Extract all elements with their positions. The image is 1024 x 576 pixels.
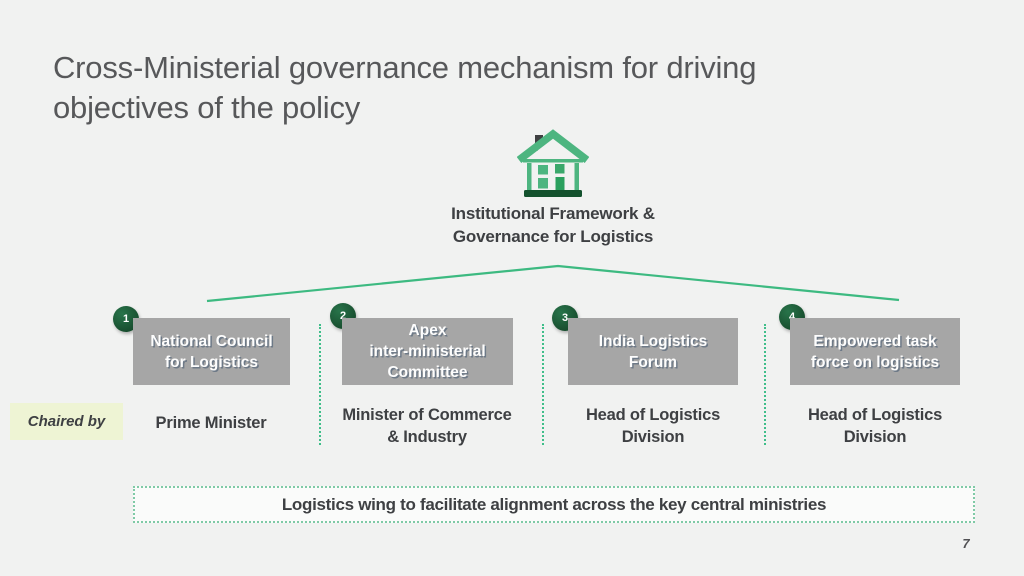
chair-name-3: Head of Logistics Division bbox=[585, 406, 721, 446]
footer-note-text: Logistics wing to facilitate alignment a… bbox=[281, 494, 827, 514]
dotted-separator-3 bbox=[764, 324, 766, 445]
page-title: Cross-Ministerial governance mechanism f… bbox=[53, 50, 757, 125]
dotted-separator-2 bbox=[542, 324, 544, 445]
chaired-by-label: Chaired by bbox=[10, 403, 123, 440]
framework-heading: Institutional Framework & Governance for… bbox=[451, 204, 655, 246]
governance-body-box-2: Apex inter-ministerial Committee bbox=[342, 318, 513, 385]
chair-name-4: Head of Logistics Division bbox=[807, 406, 943, 446]
house-icon bbox=[516, 126, 590, 200]
governance-body-box-3: India Logistics Forum bbox=[568, 318, 738, 385]
chair-name-2: Minister of Commerce & Industry bbox=[342, 406, 512, 446]
footer-note-box: Logistics wing to facilitate alignment a… bbox=[133, 486, 975, 523]
dotted-separator-1 bbox=[319, 324, 321, 445]
governance-body-box-4: Empowered task force on logistics bbox=[790, 318, 960, 385]
governance-body-box-1: National Council for Logistics bbox=[133, 318, 290, 385]
chair-name-1: Prime Minister bbox=[155, 414, 267, 432]
page-number: 7 bbox=[962, 536, 970, 551]
